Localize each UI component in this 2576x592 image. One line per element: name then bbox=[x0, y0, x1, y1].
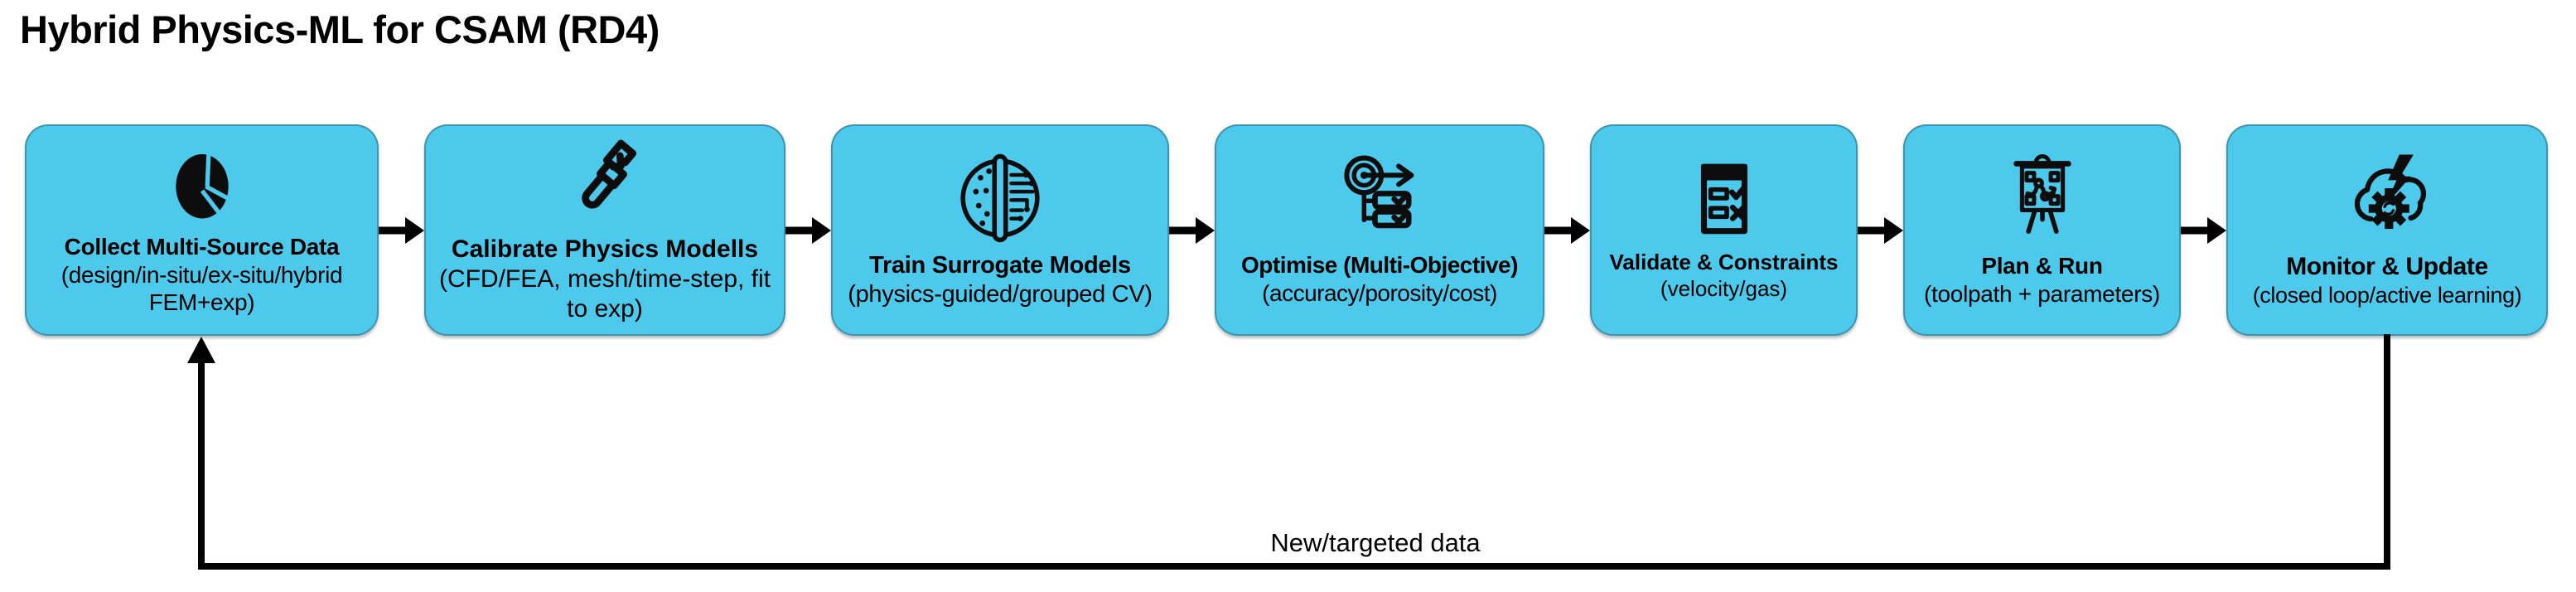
feedback-line-right bbox=[2384, 334, 2390, 570]
step-title: Monitor & Update bbox=[2286, 253, 2488, 281]
feedback-arrowhead bbox=[187, 337, 215, 363]
step-title: Plan & Run bbox=[1981, 252, 2103, 279]
flow-arrow-icon bbox=[785, 214, 831, 247]
flow-arrow-icon bbox=[1544, 214, 1590, 247]
step-title: Validate & Constraints bbox=[1609, 250, 1839, 275]
step-subtitle: (toolpath + parameters) bbox=[1924, 280, 2160, 307]
process-step-collect: Collect Multi-Source Data (design/in-sit… bbox=[25, 124, 379, 336]
brain-circuit-icon bbox=[954, 152, 1046, 245]
step-subtitle: (CFD/FEA, mesh/time-step, fit to exp) bbox=[438, 264, 771, 323]
feedback-label: New/targeted data bbox=[1270, 528, 1481, 557]
process-step-optimise: Optimise (Multi-Objective) (accuracy/por… bbox=[1215, 124, 1544, 336]
process-flow: Collect Multi-Source Data (design/in-sit… bbox=[25, 124, 2548, 336]
process-step-train: Train Surrogate Models (physics-guided/g… bbox=[831, 124, 1169, 336]
feedback-line-bottom bbox=[198, 563, 2390, 570]
feedback-line-left bbox=[198, 362, 205, 570]
strategy-board-icon bbox=[1996, 153, 2089, 245]
flow-arrow-icon bbox=[1858, 214, 1903, 247]
process-step-calibrate: Calibrate Physics Modells (CFD/FEA, mesh… bbox=[424, 124, 785, 336]
diagram-title: Hybrid Physics-ML for CSAM (RD4) bbox=[20, 7, 660, 51]
process-step-validate: Validate & Constraints (velocity/gas) bbox=[1590, 124, 1858, 336]
step-subtitle: (physics-guided/grouped CV) bbox=[848, 280, 1153, 308]
step-title: Calibrate Physics Modells bbox=[451, 235, 759, 263]
step-subtitle: (closed loop/active learning) bbox=[2252, 283, 2522, 308]
step-title: Train Surrogate Models bbox=[869, 251, 1131, 279]
step-title: Optimise (Multi-Objective) bbox=[1241, 251, 1518, 278]
cloud-gear-bolt-icon bbox=[2340, 151, 2434, 245]
process-step-monitor: Monitor & Update (closed loop/active lea… bbox=[2226, 124, 2548, 336]
wrench-tool-icon bbox=[559, 137, 650, 228]
process-step-plan: Plan & Run (toolpath + parameters) bbox=[1903, 124, 2181, 336]
step-title: Collect Multi-Source Data bbox=[64, 234, 340, 260]
checklist-form-icon bbox=[1682, 158, 1766, 243]
flow-arrow-icon bbox=[1169, 214, 1215, 247]
step-subtitle: (design/in-situ/ex-situ/hybrid FEM+exp) bbox=[60, 261, 343, 316]
target-checklist-icon bbox=[1334, 153, 1425, 245]
flow-arrow-icon bbox=[379, 214, 424, 247]
pie-chart-icon bbox=[166, 143, 239, 226]
step-subtitle: (velocity/gas) bbox=[1660, 275, 1788, 301]
step-subtitle: (accuracy/porosity/cost) bbox=[1262, 279, 1497, 306]
flow-arrow-icon bbox=[2181, 214, 2226, 247]
